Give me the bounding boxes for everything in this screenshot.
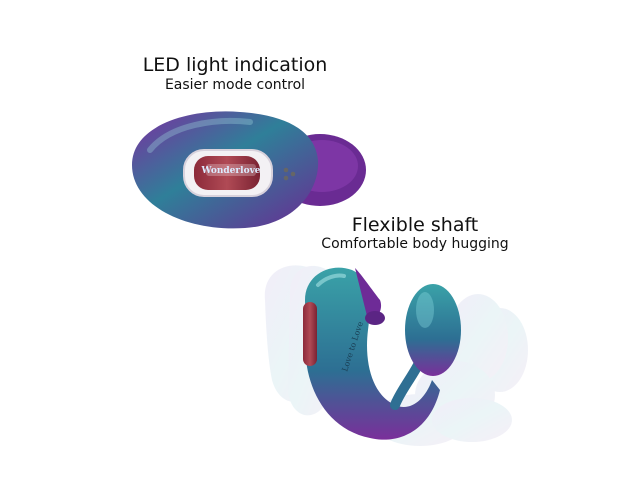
led-dot-icon	[283, 167, 289, 173]
feature-title-shaft: Flexible shaft	[351, 214, 479, 236]
product-side-view: Love to Love	[264, 265, 528, 446]
feature-subtitle-led: Easier mode control	[164, 77, 306, 93]
led-dot-icon	[283, 175, 289, 181]
brand-label: Wonderlove	[200, 166, 260, 176]
feature-subtitle-shaft: Comfortable body hugging	[321, 236, 509, 252]
feature-title-led: LED light indication	[142, 54, 328, 76]
product-top-view: Wonderlove	[132, 111, 366, 229]
led-dot-icon	[290, 171, 296, 177]
